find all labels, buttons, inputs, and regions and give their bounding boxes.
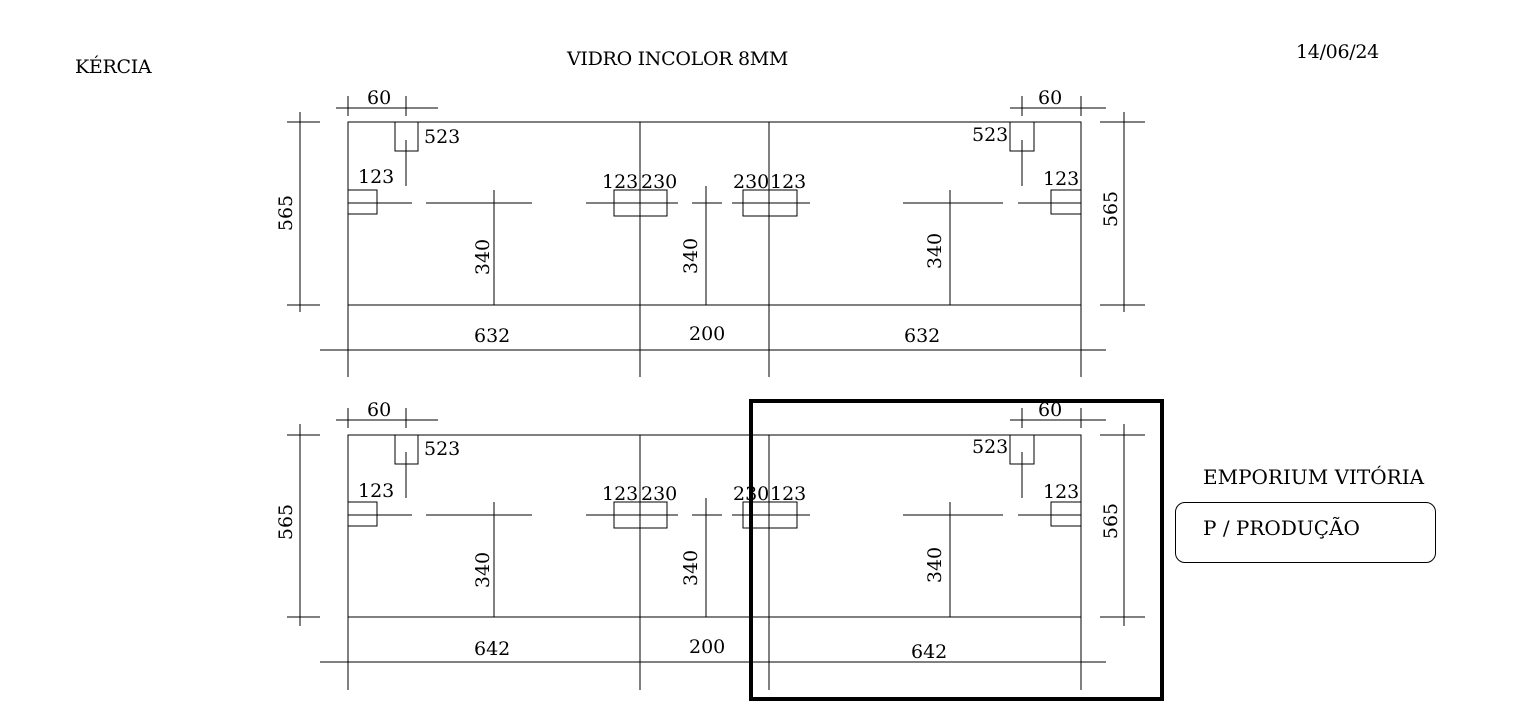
dim-label: 123: [1043, 168, 1079, 190]
dim-label: 123: [770, 171, 806, 193]
side-notch: [347, 189, 378, 215]
dim-label: 60: [367, 87, 391, 109]
dim-label: 523: [972, 436, 1008, 458]
production-label: P / PRODUÇÃO: [1203, 516, 1360, 540]
dim-label: 123: [602, 171, 638, 193]
drawing-date: 14/06/24: [1296, 41, 1379, 63]
dim-label: 523: [424, 126, 460, 148]
dim-label: 340: [472, 239, 494, 275]
side-notch: [347, 501, 378, 527]
dim-label: 340: [680, 550, 702, 586]
panel-outline: [347, 121, 1082, 306]
dim-label: 565: [275, 195, 297, 231]
dim-label: 230: [733, 483, 769, 505]
client-name: KÉRCIA: [75, 56, 152, 78]
highlight-box: [749, 399, 1164, 701]
side-notch: [1050, 189, 1082, 215]
dim-label: 123: [770, 483, 806, 505]
material-title: VIDRO INCOLOR 8MM: [567, 48, 789, 70]
dim-label: 60: [1038, 87, 1062, 109]
glass-panel-2: [287, 408, 1145, 690]
dim-label: 200: [689, 323, 725, 345]
production-label-box: P / PRODUÇÃO: [1175, 502, 1436, 563]
dim-label: 340: [680, 238, 702, 274]
dim-label: 123: [358, 166, 394, 188]
dim-label: 642: [474, 638, 510, 660]
dim-label: 523: [424, 438, 460, 460]
dim-label: 230: [733, 171, 769, 193]
dim-label: 60: [1038, 399, 1062, 421]
dim-label: 200: [689, 636, 725, 658]
dim-label: 340: [924, 233, 946, 269]
dim-label: 565: [275, 504, 297, 540]
dim-label: 632: [474, 325, 510, 347]
dim-label: 123: [1043, 481, 1079, 503]
dim-label: 565: [1100, 503, 1122, 539]
glass-panel-1: [287, 96, 1145, 377]
dim-label: 230: [641, 171, 677, 193]
dim-label: 123: [602, 483, 638, 505]
dim-label: 565: [1100, 191, 1122, 227]
dim-label: 523: [972, 124, 1008, 146]
dim-label: 642: [911, 641, 947, 663]
side-notch: [1050, 501, 1082, 527]
store-name: EMPORIUM VITÓRIA: [1203, 465, 1425, 489]
dim-label: 340: [924, 547, 946, 583]
dim-label: 340: [472, 552, 494, 588]
dim-label: 123: [358, 480, 394, 502]
dim-label: 60: [367, 399, 391, 421]
dim-label: 632: [904, 325, 940, 347]
panel-outline: [347, 434, 1082, 618]
dim-label: 230: [641, 483, 677, 505]
